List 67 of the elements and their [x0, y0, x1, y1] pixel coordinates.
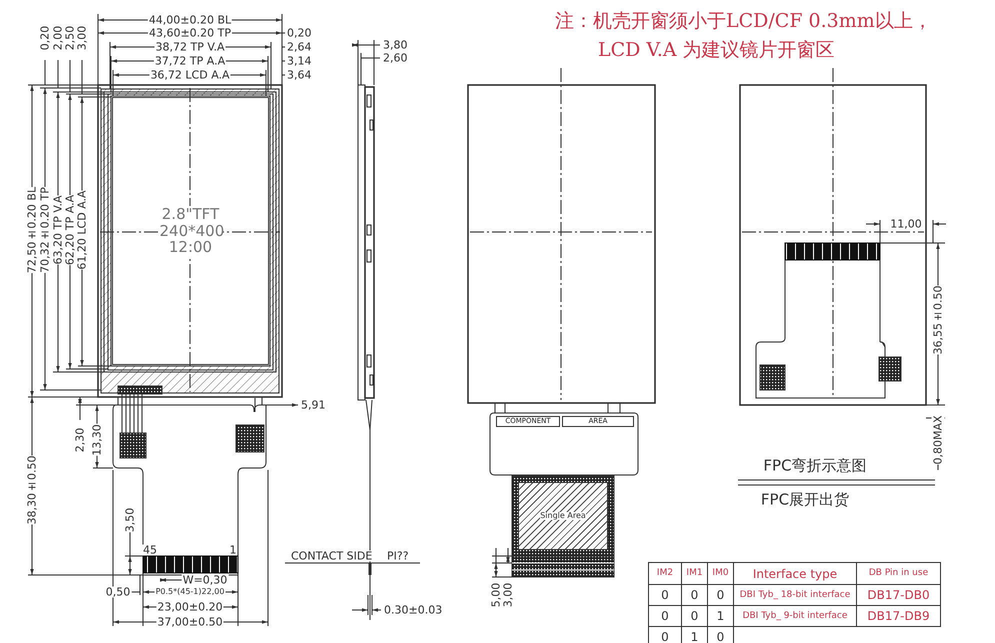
table-cell: DB17-DB0	[856, 584, 940, 606]
dimension-label: W=0,30	[182, 574, 228, 586]
dimension-label: 0.30±0.03	[383, 604, 444, 616]
dimension-label: 2,60	[382, 52, 408, 64]
dimension-label: 70,32±0.20 TP	[38, 187, 52, 273]
table-cell: IM1	[682, 562, 708, 584]
table-cell: 0	[708, 626, 734, 643]
dimension-label: 0,20	[286, 28, 312, 38]
dimension-label: P0.5*(45-1)22,00	[154, 588, 226, 596]
lcd-active-area	[112, 97, 269, 365]
dimension-label: 3,80	[382, 40, 408, 50]
table-cell: 0	[648, 626, 682, 643]
pin-label: 1	[228, 544, 238, 556]
dimension-label: 2,00	[52, 26, 64, 50]
table-cell: 0	[648, 584, 682, 606]
dimension-label: 0,80MAX	[932, 415, 944, 465]
dimension-label: 3,50	[124, 508, 136, 532]
dimension-label: 3,14	[286, 56, 312, 66]
dimension-label: 36,72 LCD A.A	[149, 70, 231, 80]
dimension-label: 0,50	[104, 586, 132, 598]
pin-label: PI??	[386, 550, 410, 562]
dimension-label: 3,00	[76, 26, 88, 50]
dimension-label: 2,50	[64, 26, 76, 50]
dimension-label: 43,60±0.20 TP	[148, 28, 232, 38]
view-caption: FPC展开出货	[760, 492, 850, 508]
signal-area-box	[518, 482, 608, 550]
dimension-label: 36,55±0.50	[932, 286, 944, 354]
dimension-label: 44,00±0.20 BL	[148, 14, 232, 26]
dimension-label: 2,64	[286, 42, 312, 52]
dimension-label: 2,30	[74, 428, 86, 452]
dimension-label: 38,72 TP V.A	[154, 42, 226, 52]
dimension-label: 63,20 TP V.A	[52, 196, 64, 264]
table-cell: IM0	[708, 562, 734, 584]
table-cell: 0	[648, 606, 682, 626]
area-label: Single Area	[540, 512, 586, 520]
dimension-label: 62,20 TP A.A	[64, 194, 76, 266]
table-cell: DBI Tyb_ 9-bit interface	[734, 606, 856, 626]
dimension-label: 0,20	[38, 26, 52, 50]
dimension-label: 61,20 LCD A.A	[76, 190, 88, 270]
table-cell: DB Pin in use	[856, 562, 940, 584]
display-spec-text: 2.8"TFT 240*400 12:00	[160, 206, 222, 256]
table-cell: DB17-DB9	[856, 606, 940, 626]
pin-label: 45	[142, 544, 158, 556]
dimension-label: 3,00	[502, 582, 514, 608]
table-cell: IM2	[648, 562, 682, 584]
table-cell: DBI Tyb_ 18-bit interface	[734, 584, 856, 606]
pin-label: CONTACT SIDE	[290, 550, 374, 562]
table-cell: 0	[708, 584, 734, 606]
dimension-label: 5,00	[490, 582, 502, 608]
dimension-label: 37,00±0.50	[156, 616, 224, 628]
table-cell: 0	[682, 584, 708, 606]
dimension-label: 72,50±0.20 BL	[26, 186, 38, 274]
dimension-label: 11,00	[889, 218, 923, 230]
table-cell: Interface type	[734, 562, 856, 584]
component-area-box	[496, 416, 560, 427]
note-text: LCD V.A 为建议镜片开窗区	[598, 41, 835, 60]
dimension-label: 23,00±0.20	[156, 602, 224, 612]
dimension-label: 38,30±0.50	[26, 456, 38, 524]
component-area-box	[562, 416, 634, 427]
table-cell: 1	[682, 626, 708, 643]
dimension-label: 3,64	[286, 70, 312, 80]
dimension-label: 37,72 TP A.A	[154, 56, 226, 66]
table-cell: 1	[708, 606, 734, 626]
dimension-label: 5,91	[300, 400, 326, 410]
dimension-label: 13,30	[90, 424, 104, 456]
table-cell: 0	[682, 606, 708, 626]
view-caption: FPC弯折示意图	[762, 458, 868, 474]
